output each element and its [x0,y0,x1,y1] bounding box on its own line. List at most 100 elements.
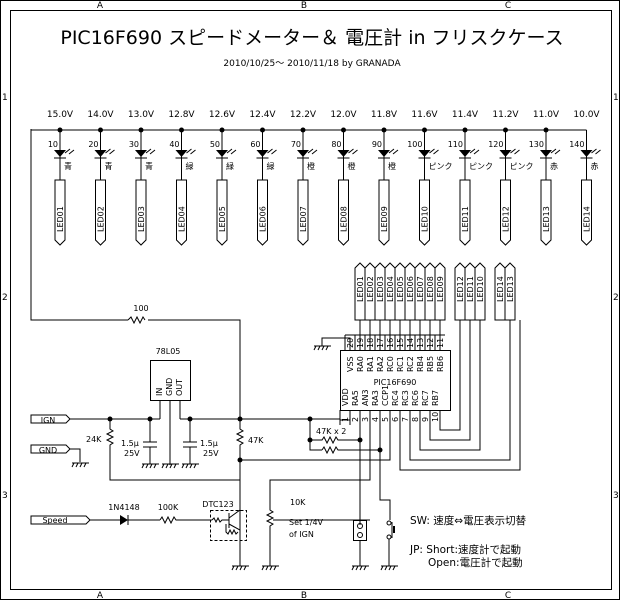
led-color: 橙 [307,161,315,171]
diode-cathode [127,515,160,525]
led-cathode [378,148,399,159]
wire-rc3 [399,320,521,471]
wire-an3-divider [240,410,391,461]
led-icon [540,150,552,157]
led-voltage: 13.0V [128,110,155,120]
cap2-voltage: 25V [203,449,219,458]
port-gnd[interactable] [30,444,71,454]
led-number: 110 [448,140,463,149]
wire-pullup [309,419,322,451]
led-voltage: 11.0V [533,110,560,120]
pin-name: RC6 [411,390,420,406]
led-net-label: LED06 [259,206,268,232]
led-net-port [54,179,66,246]
wire-left-bus [30,129,128,321]
led-voltage: 12.8V [168,110,195,120]
led-icon [499,150,512,157]
pin-name: RC2 [406,356,415,372]
resistor-100k-label: 100K [158,503,179,512]
pin-number: 12 [426,338,435,348]
mcu-port: LED02 [364,262,376,350]
led-color: 緑 [267,161,275,171]
port-label: LED09 [436,276,445,302]
pin-name: RC1 [396,356,405,372]
mcu-port: LED08 [424,262,436,350]
led-color: 青 [105,161,113,171]
led-icon [54,150,66,157]
led-net-label: LED01 [56,206,65,232]
pin-number: 4 [371,417,380,422]
pin-number: 7 [401,417,410,422]
port-shape [384,262,396,321]
regulator-label: 78L05 [156,347,181,356]
led-net-port [338,179,349,246]
pin-divider [374,334,385,350]
pin-number: 8 [411,417,420,422]
led-voltage: 11.2V [492,110,519,120]
pin-number: 15 [396,338,405,348]
led-net-port [581,179,592,246]
led-cathode [418,148,439,159]
port-label: LED08 [426,276,435,302]
led-number: 120 [488,140,503,149]
port-shape [424,262,436,321]
led-cathode [499,148,520,159]
led-icon [459,150,471,157]
pin-name: RC0 [386,356,395,372]
led-cathode [297,148,318,159]
mcu-name: PIC16F690 [374,378,417,387]
pin-name: RC7 [421,390,430,406]
port-label: LED01 [356,276,365,302]
led-color: 緑 [226,161,234,171]
port-ign-label: IGN [41,416,56,425]
inner-frame [10,10,612,590]
gnd-wire [70,448,81,462]
port-speed-label: Speed [42,516,67,525]
pin-name: CCP1 [381,385,390,406]
led-color: ピンク [429,162,453,171]
port-speed[interactable] [30,515,91,525]
mcu-port: LED09 [434,262,446,350]
col-label-top-c: C [505,1,511,11]
pin5-ccp1 [269,410,371,500]
wire-rc6 [409,320,511,461]
pot-10k [265,500,275,566]
ground-icon [161,463,179,469]
led-icon [175,150,188,157]
mcu-port: LED12 [454,262,466,321]
pin-number: 6 [391,417,400,422]
pin-number: 16 [386,338,395,348]
diode-1n4148 [120,515,128,525]
row-label-left-3: 3 [2,491,8,501]
resistor-47kx2-label: 47K x 2 [316,427,346,436]
row-label-left-2: 2 [2,293,8,303]
resistor-100 [127,315,146,325]
resistor-24k [105,419,240,481]
led-number: 130 [529,140,544,149]
ground-icon [231,565,249,571]
led-net-port [500,179,511,246]
port-ign[interactable] [30,414,71,424]
led-cathode [256,148,277,159]
pin-divider [344,334,355,350]
col-label-bottom-a: A [97,591,104,600]
led-cathode [135,148,156,159]
mcu-port: LED07 [414,262,426,350]
port-shape [354,262,366,321]
led-net-label: LED05 [218,206,227,232]
col-label-top-a: A [97,1,104,11]
led-voltage: 12.2V [290,110,317,120]
led-net-label: LED04 [178,206,187,232]
led-icon [135,150,147,157]
led-net-label: LED09 [380,206,389,232]
reg-gnd: GND [165,378,174,396]
led-color: 赤 [591,162,599,171]
port-shape [394,262,406,321]
switch-contact [386,520,392,526]
led-number: 50 [210,140,220,149]
led-voltage: 12.4V [249,110,276,120]
